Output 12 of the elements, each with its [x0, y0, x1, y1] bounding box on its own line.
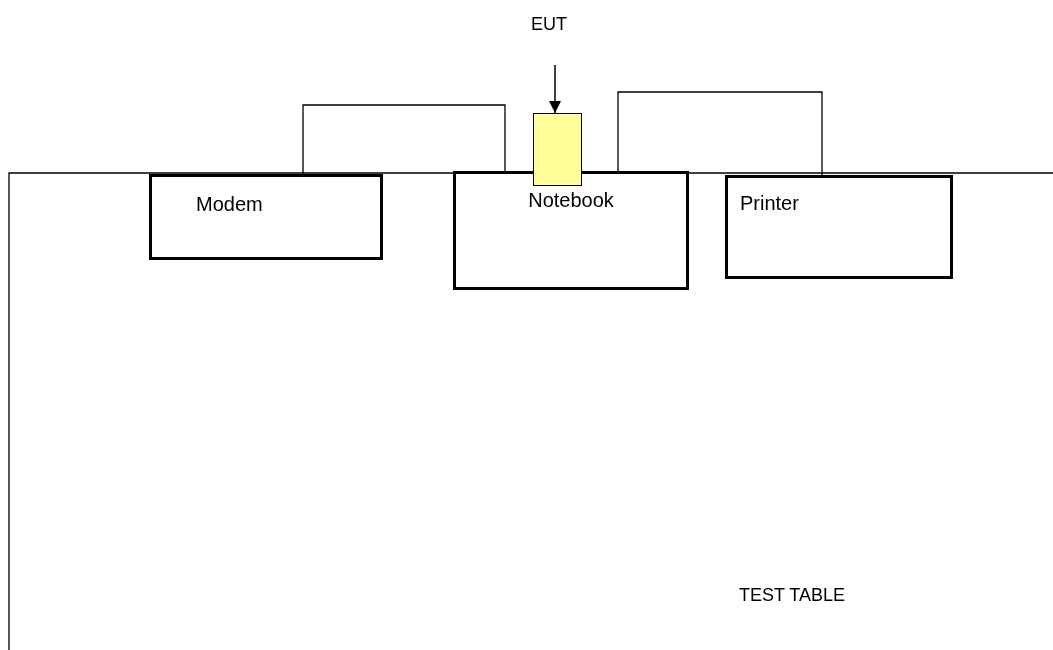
device-box [149, 174, 383, 260]
device-name: Printer [740, 192, 799, 215]
device-box [453, 171, 689, 290]
device-name: Modem [196, 193, 263, 216]
device-box [725, 175, 953, 279]
cable-line [302, 104, 506, 175]
table-label: TEST TABLE [739, 585, 846, 606]
cable-line [617, 91, 823, 176]
port-box [533, 113, 582, 186]
device-name: Notebook [528, 189, 614, 212]
arrow [549, 64, 561, 114]
device-label: EUT [531, 14, 567, 35]
